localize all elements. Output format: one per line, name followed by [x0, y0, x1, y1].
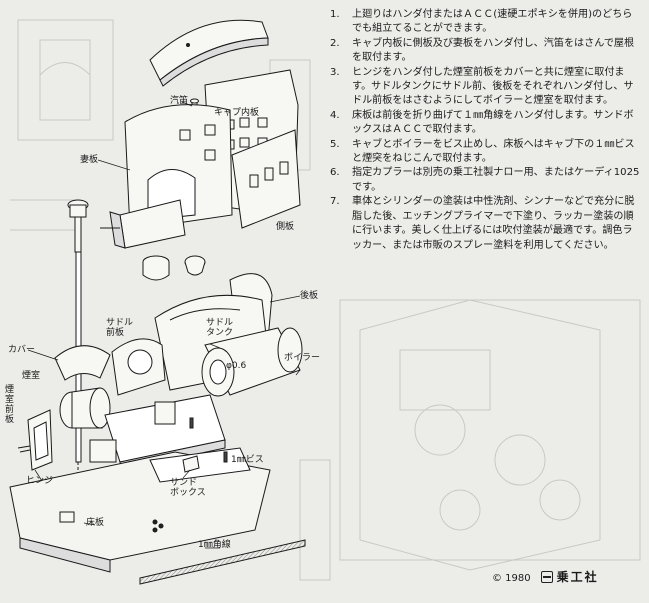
smokebox-front-plate [27, 409, 53, 471]
leader-lines [27, 101, 301, 549]
label-smokebox-front: 煙室前板 [5, 385, 15, 425]
steam-dome [142, 255, 206, 281]
label-hinge: ヒンジ [26, 476, 54, 486]
copyright-text: © 1980 [492, 573, 531, 584]
side-plate [231, 129, 301, 229]
label-cover: カバー [8, 345, 36, 355]
screw [189, 417, 228, 463]
instruction-text: キャブとボイラーをビス止めし、床板へはキャブ下の１㎜ビスと煙突をねじこんで取付ま… [352, 138, 635, 165]
label-angle: 1㎜角線 [198, 540, 231, 550]
cab-roof [149, 19, 269, 87]
label-saddle-front: サドル 前板 [106, 318, 134, 338]
background-ghost-drawing [10, 19, 641, 581]
instruction-text: 車体とシリンダーの塗装は中性洗剤、シンナーなどで充分に脱脂した後、エッチングプラ… [352, 196, 635, 251]
instruction-text: 上廻りはハンダ付またはＡＣＣ(速硬エポキシを併用)のどちらでも組立てることができ… [352, 9, 633, 35]
instruction-number: 1. [330, 9, 340, 20]
instruction-item: 1. 上廻りはハンダ付またはＡＣＣ(速硬エポキシを併用)のどちらでも組立てることが… [330, 8, 642, 37]
label-saddle-tank: サドル タンク [206, 318, 234, 338]
label-screw: 1㎜ビス [231, 455, 264, 465]
instruction-item: 2. キャブ内板に側板及び妻板をハンダ付し、汽笛をはさんで屋根を取付ます。 [330, 37, 642, 66]
sandbox [182, 455, 200, 473]
chimney [67, 199, 89, 475]
instruction-number: 3. [330, 66, 340, 78]
label-floor: 床板 [86, 518, 105, 528]
instruction-number: 2. [330, 37, 340, 49]
smokebox [59, 387, 111, 429]
instruction-item: 6. 指定カプラーは別売の乗工社製ナロー用、またはケーディ1025です。 [330, 166, 642, 195]
boiler [201, 327, 303, 397]
angle-wire [139, 539, 306, 585]
footer: © 1980 乗工社 [492, 568, 599, 585]
instruction-text: キャブ内板に側板及び妻板をハンダ付し、汽笛をはさんで屋根を取付ます。 [352, 37, 635, 64]
label-diameter: φ0.6 [226, 361, 247, 371]
label-smokebox: 煙室 [22, 371, 41, 381]
brand-logo-icon [540, 571, 553, 583]
hinge [17, 445, 31, 453]
instruction-item: 4. 床板は前後を折り曲げて１㎜角線をハンダ付します。サンドボックスはＡＣＣで取付… [330, 109, 642, 138]
instruction-number: 7. [330, 196, 340, 208]
instruction-list: 1. 上廻りはハンダ付またはＡＣＣ(速硬エポキシを併用)のどちらでも組立てることが… [330, 8, 642, 253]
instruction-item: 7. 車体とシリンダーの塗装は中性洗剤、シンナーなどで充分に脱脂した後、エッチング… [330, 195, 642, 253]
instruction-item: 3. ヒンジをハンダ付した煙室前板をカバーと共に煙室に取付ます。サドルタンクにサド… [330, 66, 642, 109]
instruction-text: 床板は前後を折り曲げて１㎜角線をハンダ付します。サンドボックスはＡＣＣで取付ます… [352, 109, 634, 136]
instruction-number: 6. [330, 167, 340, 179]
label-gable: 妻板 [80, 155, 99, 165]
cab-lower-block [100, 199, 186, 249]
instruction-number: 4. [330, 109, 340, 121]
brand-name: 乗工社 [556, 570, 599, 584]
floor-plate [9, 447, 271, 573]
instruction-text: 指定カプラーは別売の乗工社製ナロー用、またはケーディ1025です。 [352, 167, 640, 193]
label-boiler: ボイラー [284, 353, 321, 363]
instruction-number: 5. [330, 138, 340, 150]
label-sandbox: サンド ボックス [170, 478, 206, 498]
instruction-text: ヒンジをハンダ付した煙室前板をカバーと共に煙室に取付ます。サドルタンクにサドル前… [352, 66, 634, 107]
saddle-front-plate [111, 338, 166, 396]
label-whistle: 汽笛 [170, 96, 189, 106]
instruction-item: 5. キャブとボイラーをビス止めし、床板へはキャブ下の１㎜ビスと煙突をねじこんで取… [330, 138, 642, 167]
label-side-plate: 側板 [276, 222, 295, 232]
label-rear-plate: 後板 [300, 291, 319, 301]
cover [54, 345, 111, 381]
label-cab-inner: キャプ内板 [214, 108, 260, 118]
